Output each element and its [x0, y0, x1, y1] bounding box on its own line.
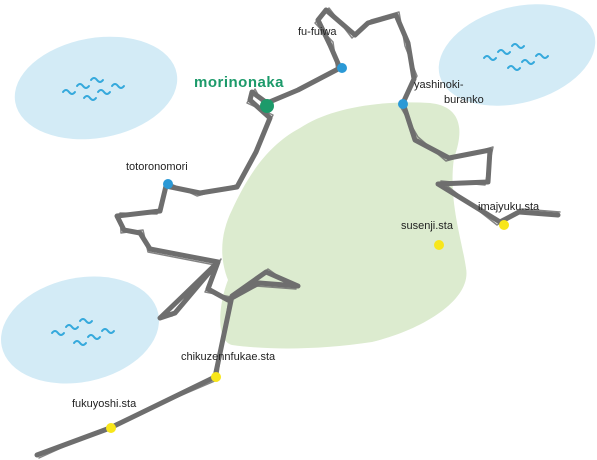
station-label-imajyuku[interactable]: imajyuku.sta: [478, 201, 540, 213]
water-body: [14, 36, 178, 140]
station-dot-icon[interactable]: [499, 220, 509, 230]
water-body: [438, 4, 596, 106]
station-dot-icon[interactable]: [434, 240, 444, 250]
station-label-chikuzennfukae[interactable]: chikuzennfukae.sta: [181, 351, 276, 363]
spot-label-totoronomori[interactable]: totoronomori: [126, 161, 188, 173]
wave-icon: [51, 318, 115, 346]
spot-label-fu-fuiwa[interactable]: fu-fuiwa: [298, 26, 337, 38]
station-dot-icon[interactable]: [106, 423, 116, 433]
current-location-label[interactable]: morinonaka: [194, 74, 285, 91]
route-line: [34, 7, 561, 459]
spot-dot-icon[interactable]: [398, 99, 408, 109]
station-label-susenji[interactable]: susenji.sta: [401, 220, 453, 232]
water-body: [1, 276, 159, 384]
wave-icon: [62, 77, 125, 101]
wave-icon: [483, 43, 549, 71]
spot-label-yashinoki-line2[interactable]: buranko: [444, 94, 484, 106]
station-label-fukuyoshi[interactable]: fukuyoshi.sta: [72, 398, 137, 410]
water-area-bottom-left: [1, 276, 159, 384]
water-area-top-right: [438, 4, 596, 106]
spot-label-yashinoki-line1[interactable]: yashinoki-: [414, 79, 464, 91]
spot-dot-icon[interactable]: [163, 179, 173, 189]
station-dot-icon[interactable]: [211, 372, 221, 382]
location-dot-icon[interactable]: [260, 99, 274, 113]
spot-dot-icon[interactable]: [337, 63, 347, 73]
water-area-top-left: [14, 36, 178, 140]
